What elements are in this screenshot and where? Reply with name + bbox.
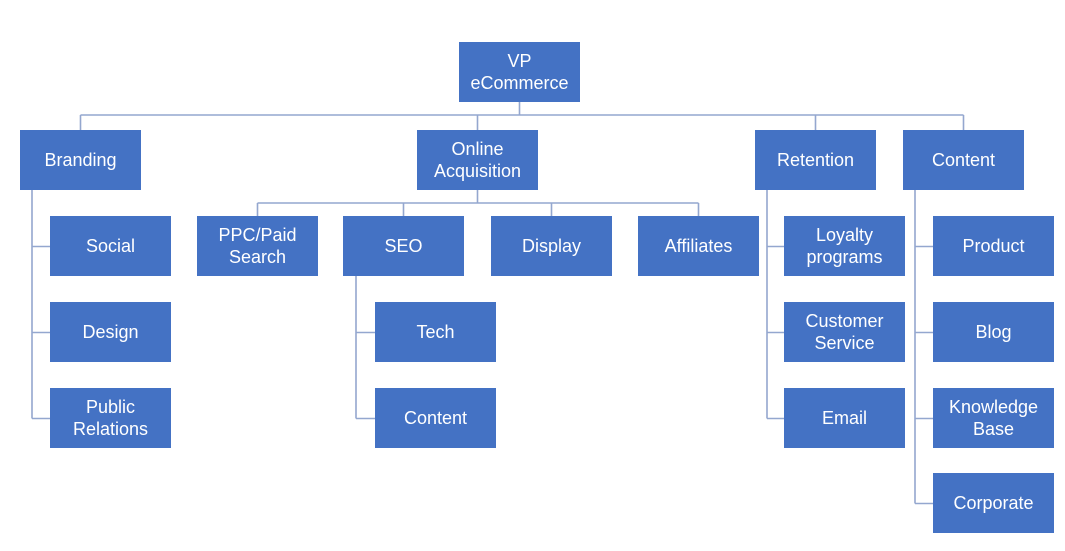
node-design: Design [50,302,171,362]
connector-online-acquisition-bus [256,190,700,216]
connector-branding-hang [31,190,50,420]
node-online-acquisition: Online Acquisition [417,130,538,190]
connector-retention-hang [766,190,784,420]
node-label: Public Relations [72,396,149,440]
node-label: Knowledge Base [948,396,1039,440]
node-label: Corporate [953,492,1034,513]
node-seo: SEO [343,216,464,276]
node-product: Product [933,216,1054,276]
node-branding: Branding [20,130,141,190]
node-label: Design [82,321,139,342]
node-label: Blog [975,321,1012,342]
node-label: Branding [44,149,117,170]
node-affiliates: Affiliates [638,216,759,276]
node-vp-ecommerce: VP eCommerce [459,42,580,102]
node-label: Content [931,149,996,170]
node-label: Content [403,407,468,428]
node-public-relations: Public Relations [50,388,171,448]
node-label: SEO [384,235,423,256]
node-knowledge-base: Knowledge Base [933,388,1054,448]
node-label: Display [521,235,582,256]
connector-content-hang [914,190,933,505]
node-email: Email [784,388,905,448]
node-label: Retention [776,149,855,170]
node-customer-service: Customer Service [784,302,905,362]
node-corporate: Corporate [933,473,1054,533]
node-content: Content [903,130,1024,190]
node-display: Display [491,216,612,276]
node-label: Loyalty programs [806,224,883,268]
node-seo-tech: Tech [375,302,496,362]
node-label: Online Acquisition [433,138,522,182]
connector-seo-hang [355,276,375,420]
node-social: Social [50,216,171,276]
node-ppc-paid-search: PPC/Paid Search [197,216,318,276]
node-label: Tech [416,321,455,342]
node-retention: Retention [755,130,876,190]
node-label: Email [821,407,867,428]
connector-vp-bus [79,102,965,130]
node-label: VP eCommerce [470,50,569,94]
node-seo-content: Content [375,388,496,448]
node-label: Customer Service [805,310,884,354]
node-label: PPC/Paid Search [218,224,297,268]
node-label: Affiliates [664,235,733,256]
node-label: Product [962,235,1025,256]
node-blog: Blog [933,302,1054,362]
node-label: Social [85,235,136,256]
node-loyalty-programs: Loyalty programs [784,216,905,276]
